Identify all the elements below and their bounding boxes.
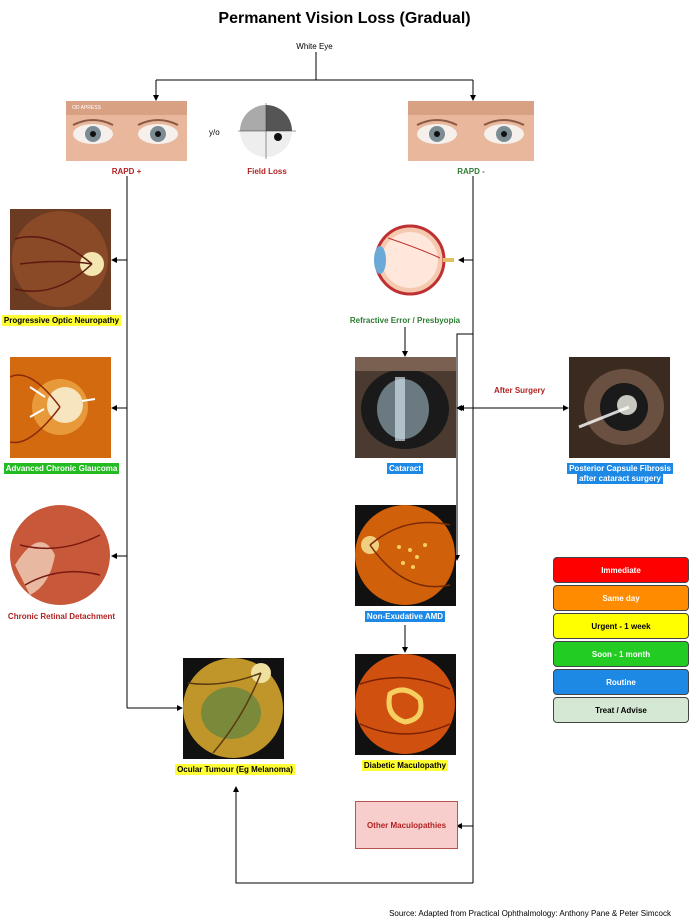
- after-surgery-label: After Surgery: [493, 386, 546, 395]
- legend-same-day: Same day: [553, 585, 689, 611]
- source-citation: Source: Adapted from Practical Ophthalmo…: [389, 909, 671, 918]
- posterior-capsule-fibrosis-label: Posterior Capsule Fibrosis: [567, 463, 673, 474]
- legend-treat-advise: Treat / Advise: [553, 697, 689, 723]
- diabetic-maculopathy-label: Diabetic Maculopathy: [361, 760, 449, 771]
- visual-field-chart: [238, 103, 296, 159]
- rapd-negative-label: RAPD -: [457, 167, 485, 176]
- eye-photo-rapd-negative: [408, 101, 534, 161]
- eye-photo-rapd-positive: OD APRESS: [66, 101, 187, 161]
- cataract-photo: [355, 357, 456, 458]
- refractive-error-label: Refractive Error / Presbyopia: [349, 316, 461, 325]
- posterior-capsule-fibrosis-sublabel: after cataract surgery: [577, 473, 663, 484]
- fundus-optic-neuropathy-photo: [10, 209, 111, 310]
- fundus-tumour-photo: [183, 658, 284, 759]
- start-node: White Eye: [296, 42, 333, 51]
- fundus-retinal-detachment-photo: [10, 505, 111, 606]
- ocular-tumour-label: Ocular Tumour (Eg Melanoma): [175, 764, 295, 775]
- chronic-retinal-detachment-label: Chronic Retinal Detachment: [7, 612, 116, 621]
- legend-soon: Soon - 1 month: [553, 641, 689, 667]
- separator-text: y/o: [209, 128, 220, 137]
- field-loss-label: Field Loss: [247, 167, 287, 176]
- legend-immediate: Immediate: [553, 557, 689, 583]
- eye-anatomy-illustration: [358, 218, 454, 302]
- rapd-positive-label: RAPD +: [111, 167, 142, 176]
- cataract-label: Cataract: [386, 463, 423, 474]
- fundus-diabetic-maculopathy-photo: [355, 654, 456, 755]
- non-exudative-amd-label: Non-Exudative AMD: [364, 611, 446, 622]
- progressive-optic-neuropathy-label: Progressive Optic Neuropathy: [1, 315, 122, 326]
- fundus-glaucoma-photo: [10, 357, 111, 458]
- eye-photo-overlay-text: OD APRESS: [72, 105, 102, 111]
- other-maculopathies-node: Other Maculopathies: [355, 801, 458, 849]
- fundus-amd-photo: [355, 505, 456, 606]
- legend-urgent: Urgent - 1 week: [553, 613, 689, 639]
- page-title: Permanent Vision Loss (Gradual): [218, 10, 471, 27]
- legend-routine: Routine: [553, 669, 689, 695]
- posterior-capsule-fibrosis-photo: [569, 357, 670, 458]
- advanced-chronic-glaucoma-label: Advanced Chronic Glaucoma: [3, 463, 120, 474]
